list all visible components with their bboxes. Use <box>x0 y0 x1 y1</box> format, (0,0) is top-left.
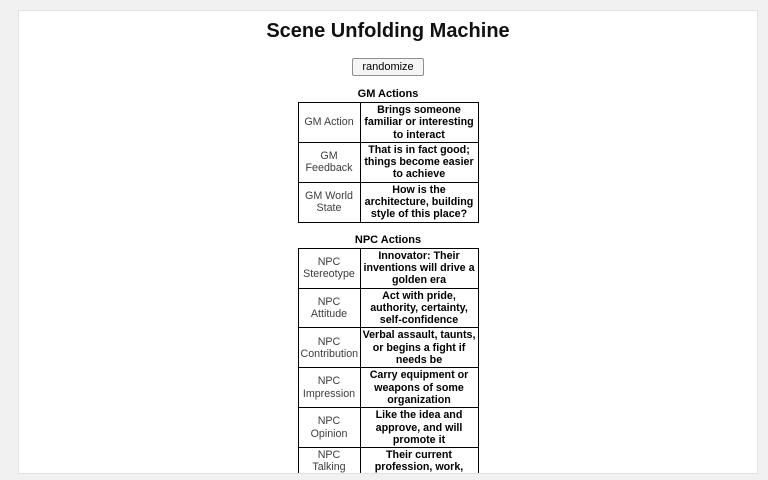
action-table: NPC Stereotype Innovator: Their inventio… <box>297 247 479 473</box>
row-value: Verbal assault, taunts, or begins a figh… <box>359 327 479 369</box>
row-value: Act with pride, authority, certainty, se… <box>359 287 479 329</box>
table-row: NPC Attitude Act with pride, authority, … <box>297 287 479 329</box>
row-value: Innovator: Their inventions will drive a… <box>359 247 479 289</box>
table-row: GM World State How is the architecture, … <box>297 181 479 223</box>
sections: GM Actions GM Action Brings someone fami… <box>19 88 757 473</box>
row-label: GM World State <box>297 181 361 223</box>
table-row: NPC Stereotype Innovator: Their inventio… <box>297 247 479 289</box>
row-label: NPC Attitude <box>297 287 361 329</box>
section: GM Actions GM Action Brings someone fami… <box>19 88 757 223</box>
table-row: NPC Opinion Like the idea and approve, a… <box>297 407 479 449</box>
row-label: NPC Opinion <box>297 407 361 449</box>
row-value: Brings someone familiar or interesting t… <box>359 102 479 143</box>
row-label: GM Action <box>297 102 361 143</box>
row-value: That is in fact good; things become easi… <box>359 141 479 183</box>
randomize-button[interactable]: randomize <box>352 58 424 76</box>
action-table: GM Action Brings someone familiar or int… <box>297 102 479 223</box>
row-label: NPC Stereotype <box>297 247 361 289</box>
row-label: NPC Impression <box>297 367 361 409</box>
row-value: Carry equipment or weapons of some organ… <box>359 367 479 409</box>
page-card: Scene Unfolding Machine randomize GM Act… <box>18 10 758 474</box>
page-title: Scene Unfolding Machine <box>266 20 510 42</box>
table-row: NPC Impression Carry equipment or weapon… <box>297 367 479 409</box>
section: NPC Actions NPC Stereotype Innovator: Th… <box>19 233 757 473</box>
section-heading: GM Actions <box>357 88 419 100</box>
row-label: NPC Talking About <box>297 447 361 473</box>
row-value: Like the idea and approve, and will prom… <box>359 407 479 449</box>
table-row: GM Action Brings someone familiar or int… <box>297 102 479 143</box>
table-row: NPC Contribution Verbal assault, taunts,… <box>297 327 479 369</box>
row-label: GM Feedback <box>297 141 361 183</box>
table-row: NPC Talking About Their current professi… <box>297 447 479 473</box>
row-label: NPC Contribution <box>297 327 361 369</box>
row-value: Their current profession, work, duties, … <box>359 447 479 473</box>
table-row: GM Feedback That is in fact good; things… <box>297 141 479 183</box>
section-heading: NPC Actions <box>354 233 422 246</box>
row-value: How is the architecture, building style … <box>359 181 479 223</box>
